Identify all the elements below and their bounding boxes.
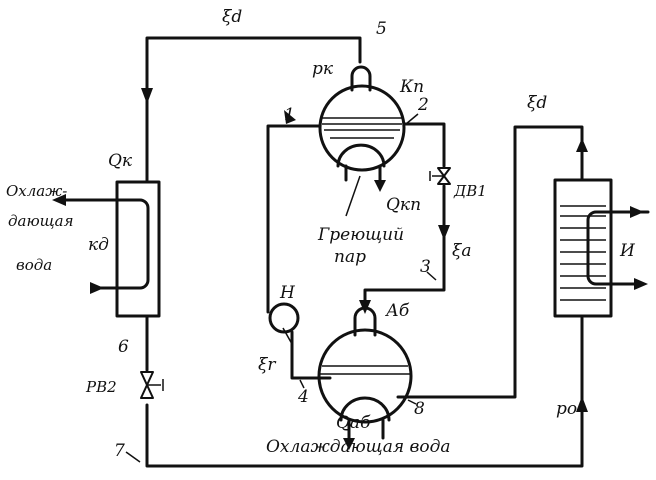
pipe-condenser-to-evaporator (145, 314, 584, 468)
flow-arrow-up-right (576, 396, 588, 412)
pipe-kp-to-condenser (145, 36, 362, 182)
leader-2 (405, 113, 419, 125)
absorber-ab (317, 306, 413, 450)
label-rv2: РВ2 (85, 378, 117, 396)
condenser-kd (52, 180, 161, 318)
label-cooling-water-bottom: Охлаждающая вода (266, 437, 451, 457)
label-heating-steam-1: Греющий (317, 225, 404, 245)
label-pk: pк (312, 59, 334, 79)
evaporator-i (553, 178, 650, 318)
label-dv1: ДВ1 (453, 182, 487, 200)
pipe-pump-line (266, 124, 332, 380)
label-point-5: 5 (376, 19, 387, 39)
leader-8 (407, 399, 417, 405)
label-point-1: 1 (284, 105, 295, 125)
label-qab: Qаб (336, 413, 371, 433)
label-kp: Кп (399, 77, 424, 97)
valve-dv1 (429, 167, 451, 185)
label-point-3: 3 (420, 257, 431, 277)
valve-rv2 (140, 371, 164, 399)
label-cooling-water-left-1: Охлаж- (6, 182, 67, 200)
label-point-8: 8 (414, 399, 425, 419)
label-point-4: 4 (297, 387, 309, 407)
label-po: pо (556, 399, 577, 419)
label-cooling-water-left-3: вода (16, 256, 52, 274)
label-kd: кд (88, 235, 109, 255)
leader-4 (299, 379, 305, 389)
leader-7 (125, 451, 141, 463)
label-xi-d-top: ξd (222, 7, 242, 27)
label-n: Н (279, 283, 296, 303)
label-point-2: 2 (417, 95, 429, 115)
label-qk: Qк (108, 151, 133, 171)
label-xi-d-right: ξd (527, 93, 547, 113)
label-point-6: 6 (118, 337, 129, 357)
heating-steam-pointer (345, 175, 361, 217)
label-heating-steam-2: пар (334, 247, 366, 267)
label-point-7: 7 (114, 441, 125, 461)
label-ab: Аб (385, 301, 410, 321)
generator-kp (318, 65, 406, 192)
label-xi-r: ξr (258, 355, 276, 375)
pump-n (268, 302, 300, 334)
flow-arrow-down-left (141, 88, 153, 104)
flow-arrow-up-evap (576, 138, 588, 152)
flow-arrow-xi-a (438, 225, 450, 240)
label-xi-a: ξa (452, 241, 472, 261)
label-qkp: Qкп (386, 195, 421, 215)
label-cooling-water-left-2: дающая (8, 212, 74, 230)
label-i: И (619, 241, 636, 261)
leader-3 (426, 271, 437, 281)
flow-arrow-up-left (284, 110, 296, 124)
